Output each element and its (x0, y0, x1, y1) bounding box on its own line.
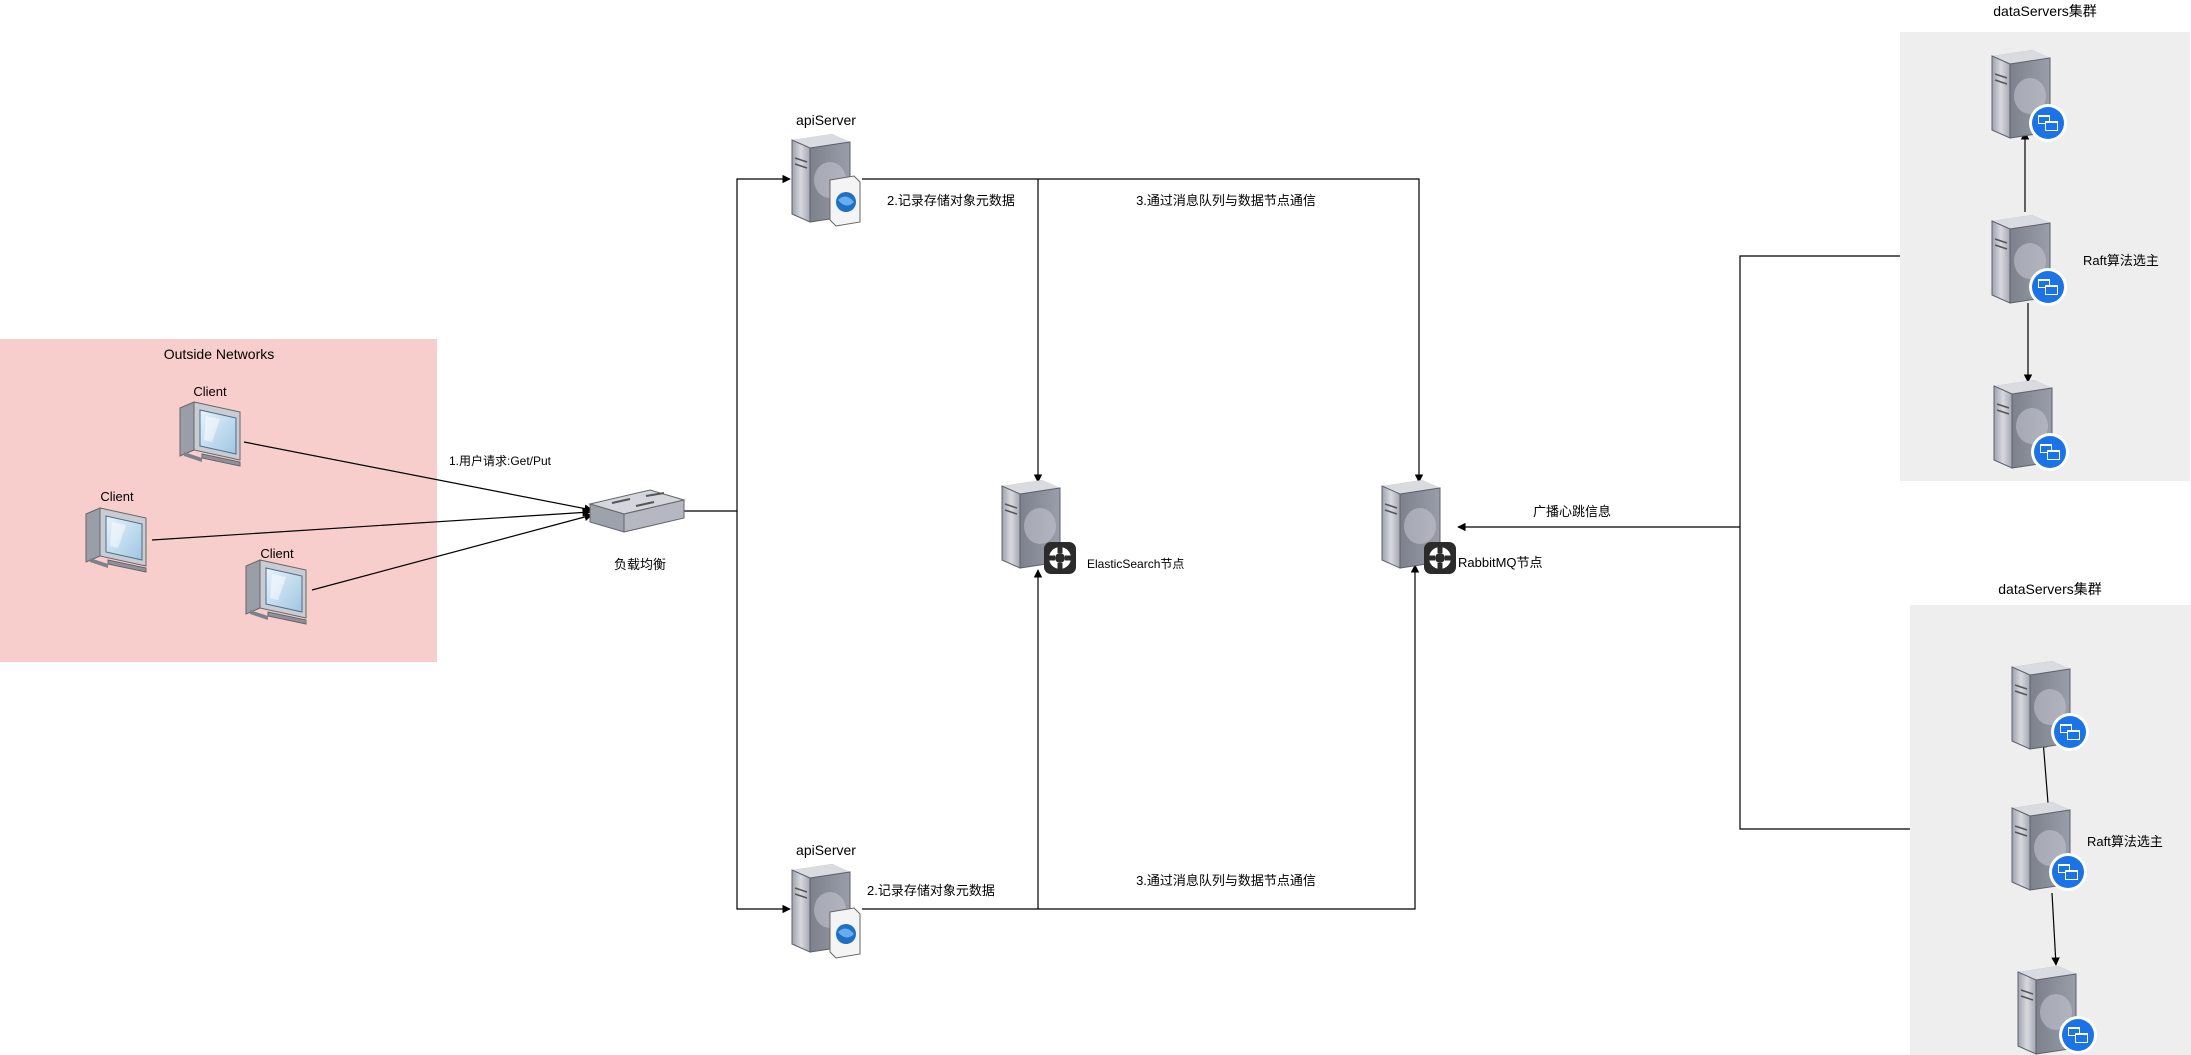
apiserver-1-record-label: 2.记录存储对象元数据 (887, 193, 1015, 208)
cluster-badge-icon (2051, 713, 2089, 751)
apiserver-1-label: apiServer (796, 112, 856, 128)
cluster-badge-icon (2029, 104, 2067, 142)
apiserver-1-mq-label: 3.通过消息队列与数据节点通信 (1136, 193, 1316, 208)
client-1-request-edge (243, 441, 593, 513)
connectors (151, 131, 2060, 966)
clusters-bracket-edge (1739, 255, 1910, 830)
client-1: Client (179, 384, 241, 467)
load-balancer: 负载均衡 (588, 489, 686, 572)
cluster-badge-icon (2049, 853, 2087, 891)
cluster-2-raft-up-edge (2039, 739, 2049, 804)
client-2-label: Client (100, 489, 134, 504)
outside-networks-title: Outside Networks (164, 346, 274, 362)
computer-icon (245, 559, 307, 625)
lb-to-apiserver-1-edge (684, 174, 791, 512)
apiserver-2: apiServer (791, 842, 861, 959)
web-doc-icon (829, 175, 861, 227)
load-balancer-label: 负载均衡 (614, 557, 666, 572)
elasticsearch-label: ElasticSearch节点 (1087, 557, 1184, 571)
lifebuoy-icon (1044, 542, 1076, 574)
client-3-label: Client (260, 546, 294, 561)
heartbeat-label: 广播心跳信息 (1533, 504, 1611, 519)
computer-icon (85, 507, 147, 573)
cluster-2-raft-down-edge (2051, 892, 2060, 966)
cluster-1-raft-label: Raft算法选主 (2083, 253, 2159, 268)
client-2-request-edge (151, 508, 591, 541)
apiserver-2-to-mq-edge (1038, 564, 1420, 910)
rabbitmq-label: RabbitMQ节点 (1458, 555, 1543, 570)
elasticsearch-node: ElasticSearch节点 (1001, 479, 1184, 574)
cluster-1-title: dataServers集群 (1993, 3, 2096, 19)
cluster-2-title: dataServers集群 (1998, 581, 2101, 597)
cluster-badge-icon (2029, 268, 2067, 306)
cluster-badge-icon (2031, 433, 2069, 471)
apiserver-1-to-mq-edge (1038, 178, 1424, 483)
computer-icon (179, 401, 241, 467)
client-3-request-edge (311, 512, 593, 591)
client-3: Client (245, 546, 307, 625)
cluster-2-raft-label: Raft算法选主 (2087, 834, 2163, 849)
outside-networks-region (0, 339, 437, 662)
apiserver-2-to-es-edge (862, 569, 1043, 910)
rabbitmq-node: RabbitMQ节点 (1381, 479, 1543, 574)
apiserver-2-record-label: 2.记录存储对象元数据 (867, 883, 995, 898)
cluster-badge-icon (2059, 1016, 2097, 1054)
apiserver-1-to-es-edge (862, 178, 1043, 483)
user-request-label: 1.用户请求:Get/Put (449, 453, 552, 468)
lifebuoy-icon (1424, 542, 1456, 574)
apiserver-2-mq-label: 3.通过消息队列与数据节点通信 (1136, 873, 1316, 888)
client-2: Client (85, 489, 147, 573)
web-doc-icon (829, 907, 861, 959)
lb-to-apiserver-2-edge (736, 511, 791, 914)
apiserver-1: apiServer (791, 112, 861, 227)
apiserver-2-label: apiServer (796, 842, 856, 858)
switch-icon (588, 489, 686, 533)
client-1-label: Client (193, 384, 227, 399)
